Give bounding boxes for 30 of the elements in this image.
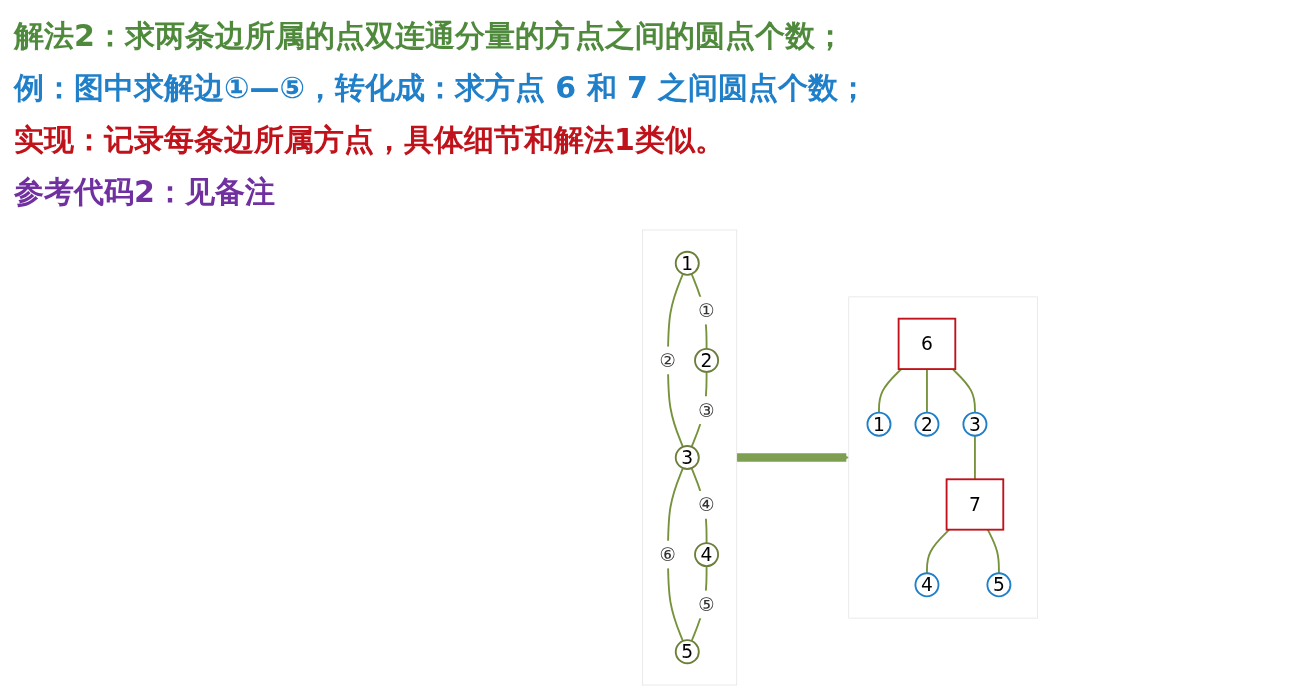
note-text: 解法2：求两条边所属的点双连通分量的方点之间的圆点个数； xyxy=(14,17,846,55)
node-circle: 4 xyxy=(914,572,940,598)
note-text: 参考代码2：见备注 xyxy=(14,173,276,211)
connector xyxy=(926,368,928,414)
edge-label: ④ xyxy=(698,493,715,516)
node-box: 6 xyxy=(897,317,957,370)
note-text: 实现：记录每条边所属方点，具体细节和解法1类似。 xyxy=(14,121,726,159)
node-circle: 5 xyxy=(986,572,1012,598)
edge-label: ③ xyxy=(698,399,715,422)
connector xyxy=(974,434,976,481)
note-text: 例：图中求解边①—⑤，转化成：求方点 6 和 7 之间圆点个数； xyxy=(14,69,870,107)
connector xyxy=(926,528,951,575)
cluster xyxy=(848,296,1038,619)
node-circle: 5 xyxy=(674,639,700,665)
node-circle: 3 xyxy=(962,411,988,437)
node-circle: 3 xyxy=(674,445,700,470)
cluster xyxy=(642,229,738,686)
connector xyxy=(878,368,903,414)
node-box: 7 xyxy=(945,478,1005,531)
node-circle: 4 xyxy=(694,542,720,568)
edge-label: ① xyxy=(698,299,715,322)
connector xyxy=(986,528,1000,575)
node-circle: 2 xyxy=(914,411,940,437)
edge-label: ② xyxy=(659,349,677,372)
connector xyxy=(951,368,976,414)
node-circle: 1 xyxy=(866,411,892,437)
edge-label: ⑥ xyxy=(659,543,677,566)
edge-label: ⑤ xyxy=(698,593,715,616)
node-circle: 1 xyxy=(674,250,700,276)
node-circle: 2 xyxy=(694,347,720,373)
